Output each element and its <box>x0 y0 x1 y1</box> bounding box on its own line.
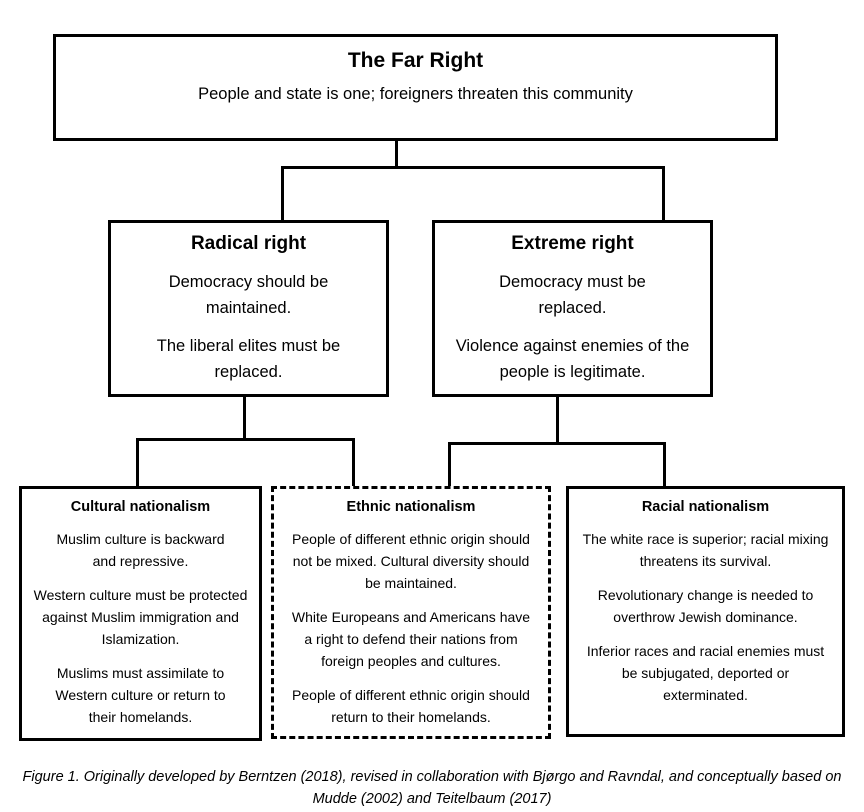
extreme-right-text-2: Violence against enemies of the people i… <box>455 337 690 381</box>
connector-to-cultural <box>136 438 139 487</box>
radical-right-title: Radical right <box>190 233 307 254</box>
cultural-nationalism-text-2: Western culture must be protected agains… <box>33 587 248 647</box>
connector-to-ethnic-left <box>352 438 355 487</box>
cultural-nationalism-box: Cultural nationalism Muslim culture is b… <box>19 486 262 741</box>
connector-extreme-down <box>556 397 559 444</box>
cultural-nationalism-text-1: Muslim culture is backward and repressiv… <box>56 531 225 569</box>
connector-extreme-horizontal <box>448 442 666 445</box>
extreme-right-box: Extreme right Democracy must be replaced… <box>432 220 713 397</box>
connector-to-radical <box>281 166 284 221</box>
radical-right-text-1: Democracy should be maintained. <box>168 273 329 317</box>
racial-nationalism-text-3: Inferior races and racial enemies must b… <box>586 643 825 703</box>
ethnic-nationalism-text-3: People of different ethnic origin should… <box>292 687 530 725</box>
extreme-right-title: Extreme right <box>511 233 634 254</box>
racial-nationalism-box: Racial nationalism The white race is sup… <box>566 486 845 737</box>
figure-caption: Figure 1. Originally developed by Berntz… <box>22 769 842 807</box>
ethnic-nationalism-title: Ethnic nationalism <box>346 499 476 515</box>
ethnic-nationalism-box: Ethnic nationalism People of different e… <box>271 486 551 739</box>
cultural-nationalism-text-3: Muslims must assimilate to Western cultu… <box>55 665 226 725</box>
radical-right-text-2: The liberal elites must be replaced. <box>156 337 341 381</box>
connector-radical-down <box>243 397 246 440</box>
racial-nationalism-text-2: Revolutionary change is needed to overth… <box>597 587 814 625</box>
ethnic-nationalism-text-2: White Europeans and Americans have a rig… <box>291 609 531 669</box>
connector-to-racial <box>663 442 666 487</box>
radical-right-box: Radical right Democracy should be mainta… <box>108 220 389 397</box>
connector-top-horizontal <box>281 166 665 169</box>
ethnic-nationalism-text-1: People of different ethnic origin should… <box>292 531 530 591</box>
connector-to-extreme <box>662 166 665 221</box>
far-right-box: The Far Right People and state is one; f… <box>53 34 778 141</box>
far-right-title: The Far Right <box>347 49 484 72</box>
connector-top-down <box>395 141 398 168</box>
far-right-subtitle: People and state is one; foreigners thre… <box>198 85 633 103</box>
racial-nationalism-title: Racial nationalism <box>641 499 770 515</box>
connector-radical-horizontal <box>136 438 355 441</box>
connector-to-ethnic-right <box>448 442 451 487</box>
cultural-nationalism-title: Cultural nationalism <box>70 499 211 515</box>
racial-nationalism-text-1: The white race is superior; racial mixin… <box>582 531 829 569</box>
extreme-right-text-1: Democracy must be replaced. <box>499 273 646 317</box>
